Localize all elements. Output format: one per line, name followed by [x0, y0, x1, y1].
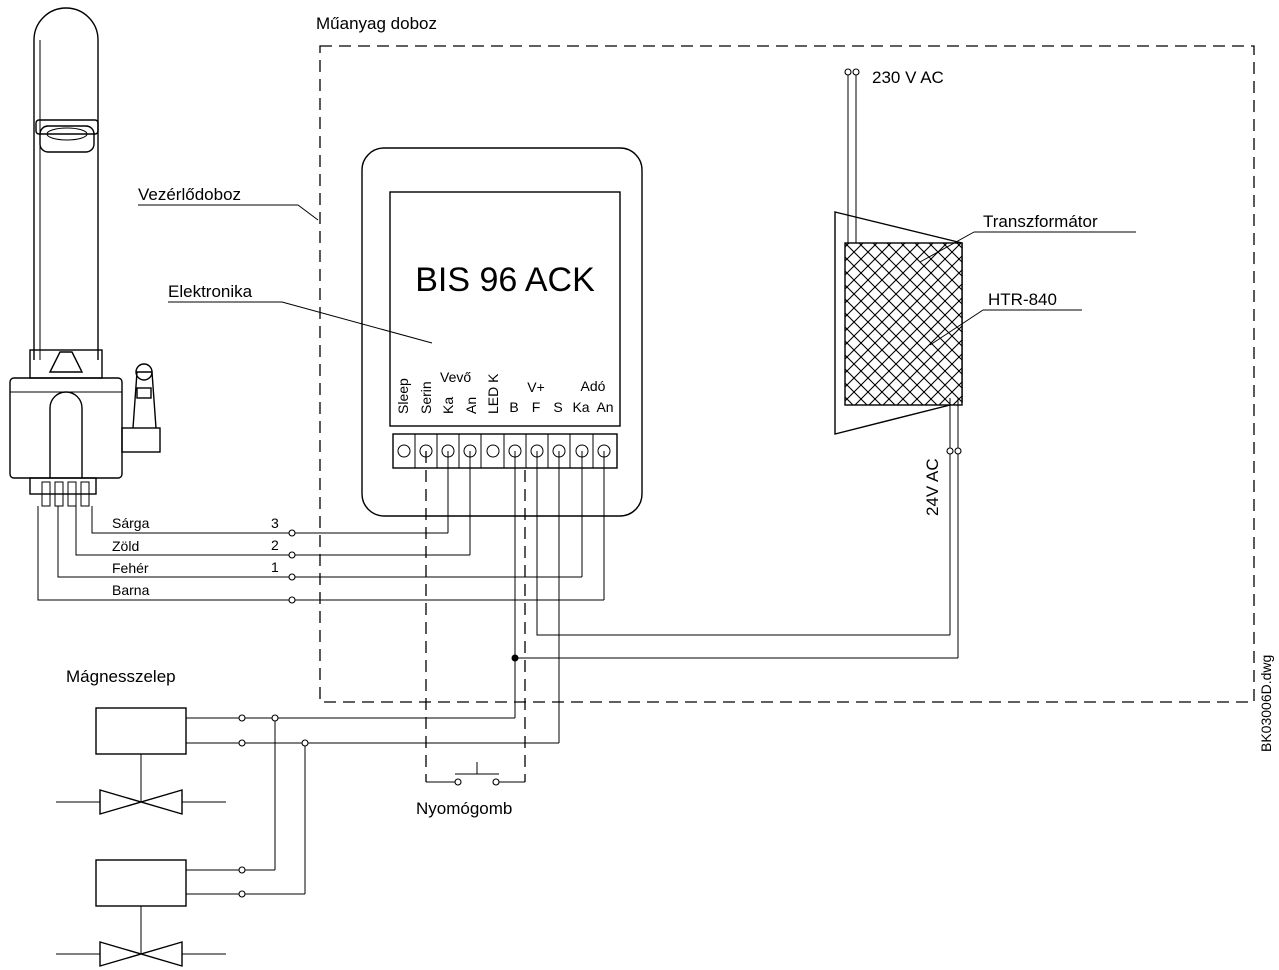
terminal-label-led-k: LED K: [485, 373, 501, 414]
push-button-circuit: [425, 451, 526, 786]
terminal-label-receiver-ka: Ka: [440, 397, 456, 414]
terminal-label-serin: Serin: [418, 381, 434, 414]
terminal-label-transmitter-ka: Ka: [572, 399, 589, 415]
terminal-label-b: B: [509, 399, 518, 415]
module-title: BIS 96 ACK: [415, 261, 595, 299]
receiver-group-label: Vevő: [440, 369, 471, 385]
plastic-box-outline: [319, 45, 1255, 703]
valve-wires: [186, 658, 559, 898]
secondary-voltage-label: 24V AC: [923, 458, 942, 516]
mains-voltage-label: 230 V AC: [872, 68, 944, 87]
wire-number-3: 3: [271, 515, 279, 531]
solenoid-valve-1: [56, 707, 226, 815]
transformer-label: Transzformátor: [983, 212, 1098, 231]
terminal-label-sleep: Sleep: [395, 378, 411, 414]
wire-color-yellow: Sárga: [112, 515, 150, 531]
drawing-id-label: BK03006D.dwg: [1258, 655, 1274, 752]
terminal-label-transmitter-an: An: [596, 399, 613, 415]
solenoid-valve-label: Mágnesszelep: [66, 667, 176, 686]
terminal-label-f: F: [532, 399, 541, 415]
wire-color-green: Zöld: [112, 538, 139, 554]
terminal-strip: [392, 433, 618, 469]
terminal-label-receiver-an: An: [463, 397, 479, 414]
electronics-label: Elektronika: [168, 282, 253, 301]
vplus-group-label: V+: [527, 379, 545, 395]
wire-color-brown: Barna: [112, 582, 150, 598]
bis-module: BIS 96 ACK Sleep Serin Ka An LED K Vevő …: [361, 147, 643, 517]
control-box-label: Vezérlődoboz: [138, 185, 241, 204]
terminal-label-s: S: [553, 399, 562, 415]
sensor-drawing: [9, 7, 161, 507]
transformer: [834, 68, 963, 435]
transformer-model-label: HTR-840: [988, 290, 1057, 309]
push-button-label: Nyomógomb: [416, 799, 512, 818]
solenoid-valve-2: [56, 859, 226, 967]
transmitter-group-label: Adó: [581, 378, 606, 394]
plastic-box-label: Műanyag doboz: [316, 14, 437, 33]
sensor-wires: [37, 451, 605, 604]
wire-color-white: Fehér: [112, 560, 149, 576]
secondary-wires: [511, 398, 962, 743]
wire-number-1: 1: [271, 559, 279, 575]
wire-number-2: 2: [271, 537, 279, 553]
